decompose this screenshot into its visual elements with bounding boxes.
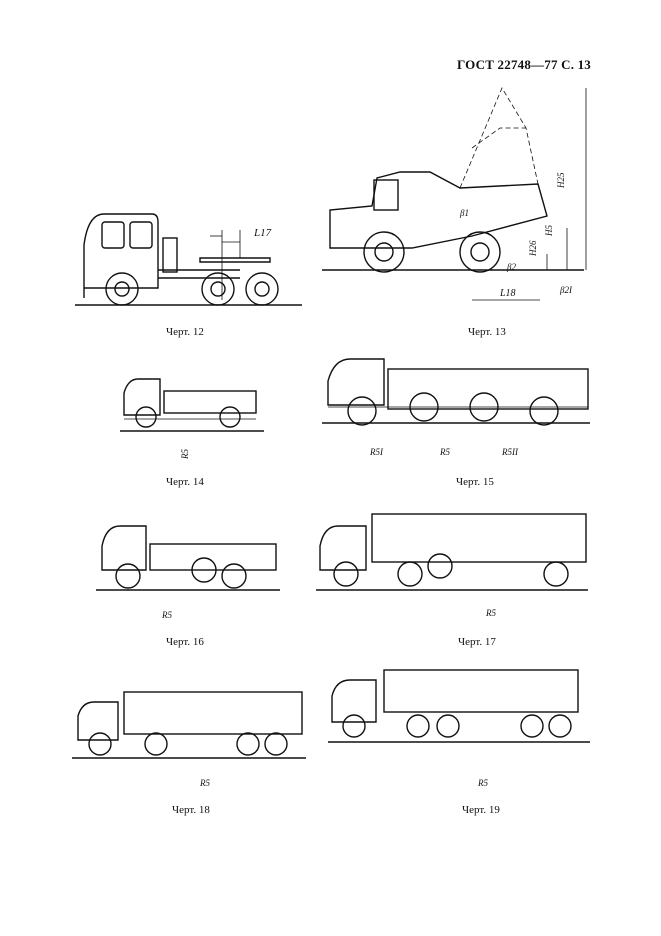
caption-13: Черт. 13 (468, 326, 506, 338)
truck-drawing-16: R5 (96, 525, 280, 620)
figure-15: R5I R5 R5II (322, 355, 594, 465)
label-l17: L17 (253, 227, 272, 239)
label-r5: R5 (161, 610, 172, 620)
figure-14: R5 (118, 375, 266, 465)
label-beta2: β2 (506, 262, 516, 272)
label-r5i: R5I (369, 447, 384, 457)
truck-drawing-18: R5 (72, 691, 306, 788)
figure-17: R5 (316, 510, 592, 620)
figure-18: R5 (72, 690, 310, 790)
label-r5ii: R5II (501, 447, 519, 457)
label-beta1: β1 (459, 208, 469, 218)
label-r5: R5 (477, 778, 488, 788)
label-beta2t: β2I (559, 285, 573, 295)
label-r5: R5 (180, 449, 190, 460)
label-r5: R5 (485, 608, 496, 618)
caption-15: Черт. 15 (456, 476, 494, 488)
caption-18: Черт. 18 (172, 804, 210, 816)
truck-drawing-19: R5 (328, 669, 590, 788)
label-h5: H5 (544, 225, 554, 237)
caption-19: Черт. 19 (462, 804, 500, 816)
caption-12: Черт. 12 (166, 326, 204, 338)
truck-drawing-15: R5I R5 R5II (322, 358, 590, 457)
caption-17: Черт. 17 (458, 636, 496, 648)
figure-16: R5 (96, 520, 282, 620)
caption-14: Черт. 14 (166, 476, 204, 488)
truck-drawing-17: R5 (316, 513, 588, 618)
label-r5: R5 (199, 778, 210, 788)
tractor-unit-drawing: L17 (75, 213, 302, 306)
label-h25: H25 (556, 172, 566, 189)
page-header: ГОСТ 22748—77 С. 13 (457, 57, 591, 72)
figure-19: R5 (328, 666, 594, 796)
figure-12: L17 (70, 200, 310, 310)
label-h26: H26 (528, 240, 538, 257)
label-r5: R5 (439, 447, 450, 457)
truck-drawing-14: R5 (120, 378, 264, 460)
dump-truck-drawing: β1 β2 β2I H25 H5 H26 L18 (322, 87, 587, 301)
figure-13: β1 β2 β2I H25 H5 H26 L18 (322, 87, 592, 313)
label-l18: L18 (499, 288, 516, 299)
caption-16: Черт. 16 (166, 636, 204, 648)
